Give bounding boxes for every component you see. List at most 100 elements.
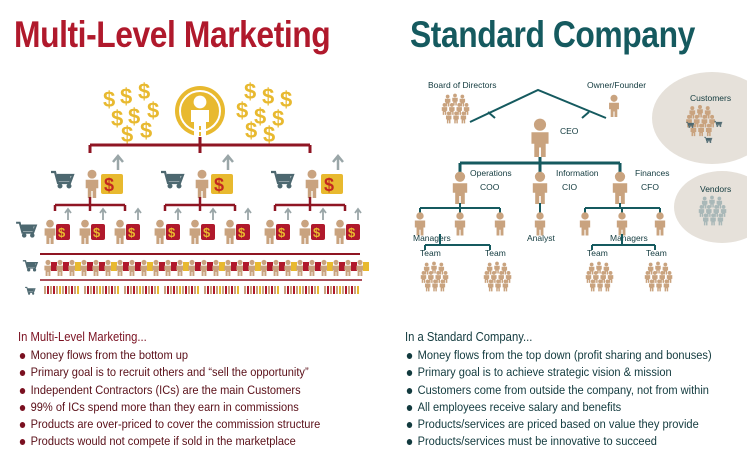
team-4: Team [645,248,673,291]
list-item: Customers come from outside the company,… [405,382,711,399]
shopping-cart-icon [15,221,37,239]
std-heading: In a Standard Company... [405,330,533,344]
person-icon [531,118,549,157]
person-icon [85,169,99,198]
mlm-level-3 [22,253,369,276]
arrow-up-icon [332,154,344,170]
operations-label: Operations [470,168,512,178]
team-3: Team [586,248,614,291]
ceo: CEO [531,118,579,157]
crowd-icon [645,262,673,292]
list-item: Products would not compete if sold in th… [18,433,333,450]
crowd-icon [484,262,512,292]
arrow-up-icon [64,207,72,220]
information-label: Information [556,168,599,178]
person-icon [305,169,319,198]
person-icon [44,219,56,244]
arrow-up-icon [222,154,234,170]
person-icon [68,259,76,276]
owner-founder: Owner/Founder [587,80,646,117]
manager-connectors [419,203,661,213]
dollar-sign-icon: $ [103,87,115,112]
ceo-connector [458,157,622,172]
cfo: Finances CFO [612,168,670,204]
vendors-label: Vendors [700,184,731,194]
person-icon [494,212,506,236]
dollar-sign-icon: $ [236,98,248,123]
list-item: Products are over-priced to cover the co… [18,416,333,433]
comparison-diagram: $ $ $ $ $ $ $ $ $ $ $ $ $ $ $ $ $ [15,72,747,296]
standard-company-title: Standard Company [410,14,695,55]
list-item: Money flows from the top down (profit sh… [405,347,712,364]
mlm-money-left: $ $ $ $ $ $ $ $ [103,79,159,147]
list-item: 99% of ICs spend more than they earn in … [18,399,333,416]
dollar-sign-icon: $ [138,79,150,104]
person-icon [616,212,628,236]
person-icon [612,171,628,204]
list-item: Independent Contractors (ICs) are the ma… [18,382,333,399]
crowd-icon [442,94,470,124]
mlm-level-1: $ $ $ [49,154,344,198]
managers-right-label: Managers [610,233,648,243]
dollar-sign-icon: $ [121,122,133,147]
dollar-sign-icon: $ [58,225,66,240]
dollar-sign-icon: $ [245,118,257,143]
std-list: Money flows from the top down (profit sh… [405,347,745,451]
dollar-sign-icon: $ [263,122,275,147]
dollar-sign-icon: $ [128,104,140,129]
dollar-sign-icon: $ [120,84,132,109]
list-item: Primary goal is to recruit others and “s… [18,364,333,381]
crowd-icon [421,262,449,292]
dollar-sign-icon: $ [214,175,224,195]
coo: Operations COO [452,168,512,204]
analyst-label: Analyst [527,233,556,243]
arrow-up-icon [112,154,124,170]
customers-circle: Customers [652,72,747,164]
dollar-sign-icon: $ [262,84,274,109]
coo-label: COO [480,182,500,192]
team-connectors [424,234,656,250]
shopping-cart-icon [269,170,295,190]
mlm-list: Money flows from the bottom up Primary g… [18,347,368,451]
person-icon [56,259,64,276]
customers-label: Customers [690,93,731,103]
team-label: Team [646,248,667,258]
mlm-level-2: $ [15,207,361,244]
money-bag [56,224,70,240]
list-item: Products/services are priced based on va… [405,416,711,433]
person-icon [609,94,619,117]
person-icon [532,171,548,204]
owner-label: Owner/Founder [587,80,646,90]
money-bag [211,174,233,194]
shopping-cart-icon [159,170,185,190]
dollar-sign-icon: $ [244,79,256,104]
list-item: Money flows from the bottom up [18,347,333,364]
dollar-sign-icon: $ [111,106,123,131]
mlm-top-person [175,86,225,136]
mlm-description: In Multi-Level Marketing... Money flows … [18,330,368,451]
dollar-sign-icon: $ [324,175,334,195]
team-2: Team [484,248,512,291]
mlm-money-right: $ $ $ $ $ $ $ $ [236,79,292,147]
team-label: Team [587,248,608,258]
mlm-heading: In Multi-Level Marketing... [18,330,147,344]
mlm-level-4 [24,279,362,296]
board-label: Board of Directors [428,80,497,90]
person-icon [654,212,666,236]
board-of-directors: Board of Directors [428,80,497,123]
list-item: All employees receive salary and benefit… [405,399,711,416]
cfo-label: CFO [641,182,659,192]
vendors-circle: Vendors [674,171,747,243]
list-item: Products/services must be innovative to … [405,433,711,450]
crowd-icon [586,262,614,292]
money-bag [101,174,123,194]
standard-company-description: In a Standard Company... Money flows fro… [405,330,745,451]
ceo-label: CEO [560,126,579,136]
dollar-sign-icon: $ [104,175,114,195]
team-label: Team [485,248,506,258]
person-icon [534,212,546,236]
dollar-sign-icon: $ [147,98,159,123]
dollar-sign-icon: $ [254,104,266,129]
person-icon [452,171,468,204]
managers-left-label: Managers [413,233,451,243]
